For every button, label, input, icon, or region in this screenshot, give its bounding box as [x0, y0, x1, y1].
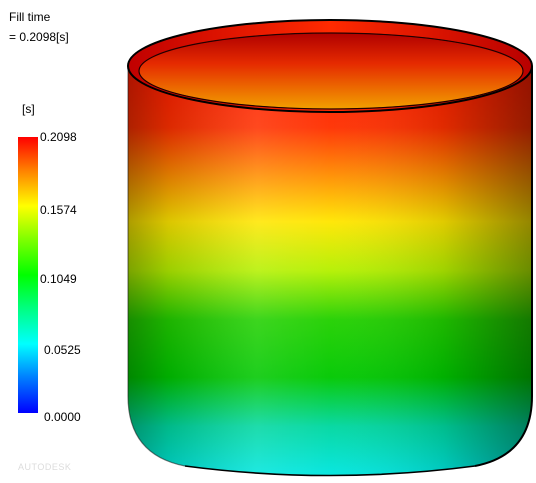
- cup-part-model: [127, 19, 533, 477]
- autodesk-watermark: AUTODESK: [18, 462, 72, 472]
- legend-tick-max: 0.2098: [40, 130, 77, 144]
- color-legend-bar: [18, 137, 38, 413]
- result-title: Fill time: [9, 10, 51, 24]
- result-value: = 0.2098[s]: [9, 30, 69, 44]
- legend-tick-4: 0.0525: [44, 343, 81, 357]
- legend-tick-3: 0.1049: [40, 272, 77, 286]
- legend-tick-min: 0.0000: [44, 410, 81, 424]
- legend-unit: [s]: [22, 102, 35, 116]
- legend-tick-2: 0.1574: [40, 203, 77, 217]
